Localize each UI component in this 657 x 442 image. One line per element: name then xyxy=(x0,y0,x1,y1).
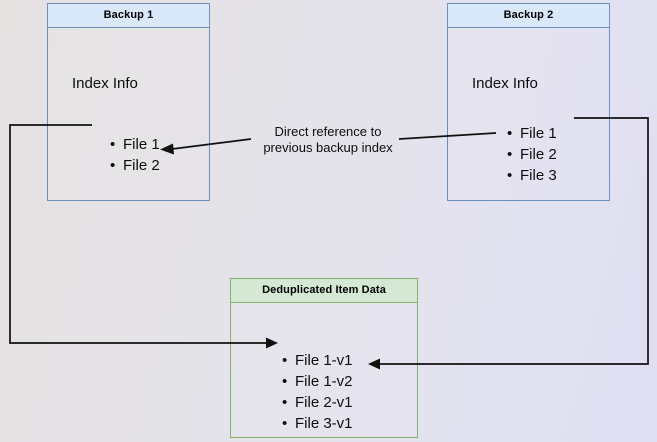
list-item: File 2-v1 xyxy=(282,392,352,413)
backup-1-file-list: File 1 File 2 xyxy=(109,134,160,176)
list-item: File 3 xyxy=(507,165,557,186)
list-item: File 1 xyxy=(110,134,160,155)
list-item: File 3-v1 xyxy=(282,413,352,434)
deduplicated-item-data-body: File 1-v1 File 1-v2 File 2-v1 File 3-v1 xyxy=(231,303,417,437)
list-item: File 1-v2 xyxy=(282,371,352,392)
dedup-file-list: File 1-v1 File 1-v2 File 2-v1 File 3-v1 xyxy=(281,350,352,434)
backup-1-node[interactable]: Backup 1 Index Info File 1 File 2 xyxy=(47,3,210,201)
list-item: File 2 xyxy=(507,144,557,165)
backup-2-body: Index Info File 1 File 2 File 3 xyxy=(448,28,609,200)
backup-2-index-info-label: Index Info xyxy=(472,75,538,92)
direct-reference-annotation: Direct reference to previous backup inde… xyxy=(253,124,403,156)
backup-2-header: Backup 2 xyxy=(448,4,609,28)
backup-2-file-list: File 1 File 2 File 3 xyxy=(506,123,557,186)
deduplicated-item-data-node[interactable]: Deduplicated Item Data File 1-v1 File 1-… xyxy=(230,278,418,438)
list-item: File 1-v1 xyxy=(282,350,352,371)
list-item: File 1 xyxy=(507,123,557,144)
deduplicated-item-data-header: Deduplicated Item Data xyxy=(231,279,417,303)
backup-2-node[interactable]: Backup 2 Index Info File 1 File 2 File 3 xyxy=(447,3,610,201)
backup-1-body: Index Info File 1 File 2 xyxy=(48,28,209,200)
direct-reference-line-2: previous backup index xyxy=(263,140,393,155)
list-item: File 2 xyxy=(110,155,160,176)
backup-1-header: Backup 1 xyxy=(48,4,209,28)
direct-reference-line-1: Direct reference to xyxy=(274,124,382,139)
backup-1-index-info-label: Index Info xyxy=(72,75,138,92)
